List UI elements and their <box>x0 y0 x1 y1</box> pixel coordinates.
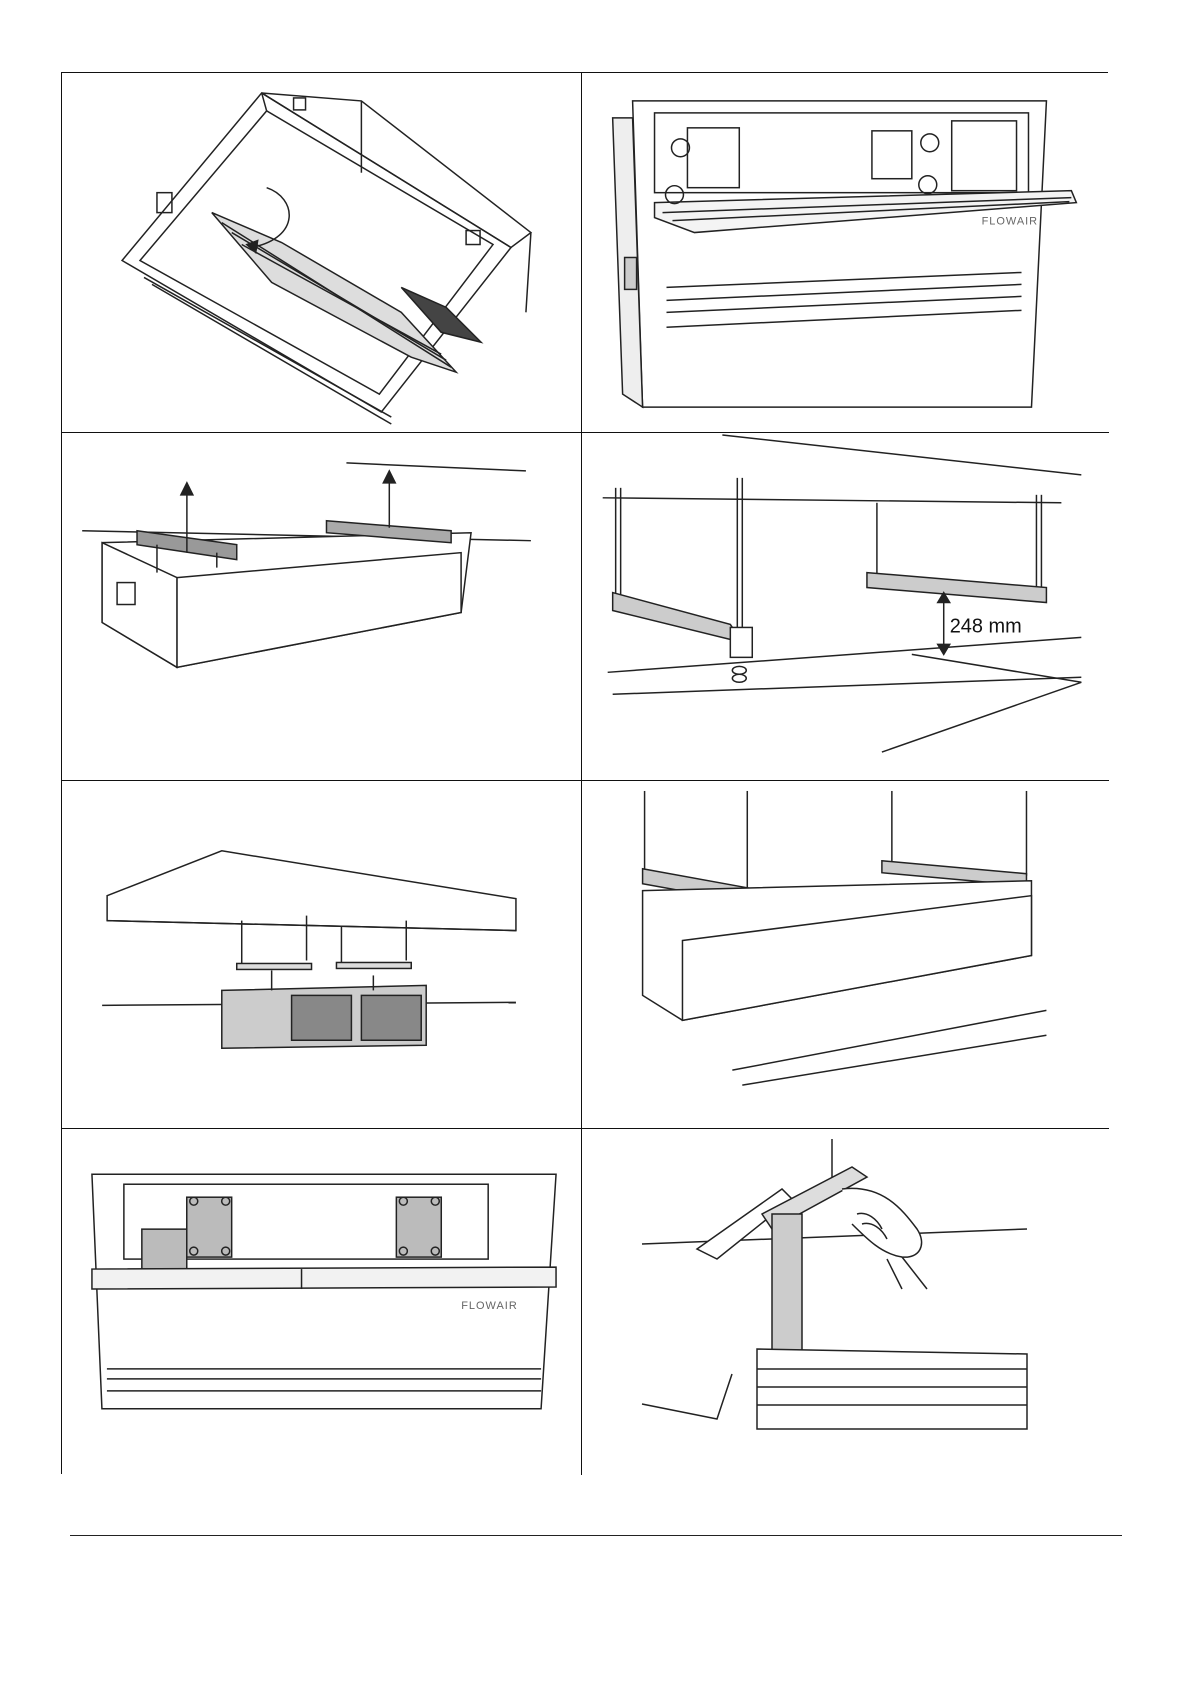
illustration-grid: FLOWAIR <box>61 72 1108 1474</box>
illustration-unit-front: FLOWAIR <box>582 73 1109 432</box>
panel-4: 248 mm <box>582 433 1109 781</box>
panel-6 <box>582 781 1109 1129</box>
illustration-unit-raised <box>62 781 581 1128</box>
panel-5 <box>62 781 582 1129</box>
panel-1 <box>62 73 582 433</box>
illustration-hand-bracket <box>582 1129 1109 1475</box>
illustration-brackets-lifted <box>62 433 581 780</box>
illustration-brackets-suspended: 248 mm <box>582 433 1109 780</box>
brand-logo: FLOWAIR <box>982 216 1038 228</box>
dimension-label: 248 mm <box>950 615 1022 637</box>
panel-2: FLOWAIR <box>582 73 1109 433</box>
brand-logo-2: FLOWAIR <box>461 1300 518 1312</box>
footer-divider <box>70 1535 1122 1536</box>
illustration-unit-mounted <box>582 781 1109 1128</box>
illustration-unit-tilted <box>62 73 581 432</box>
panel-7: FLOWAIR <box>62 1129 582 1475</box>
illustration-unit-front-screws: FLOWAIR <box>62 1129 581 1475</box>
panel-8 <box>582 1129 1109 1475</box>
panel-3 <box>62 433 582 781</box>
